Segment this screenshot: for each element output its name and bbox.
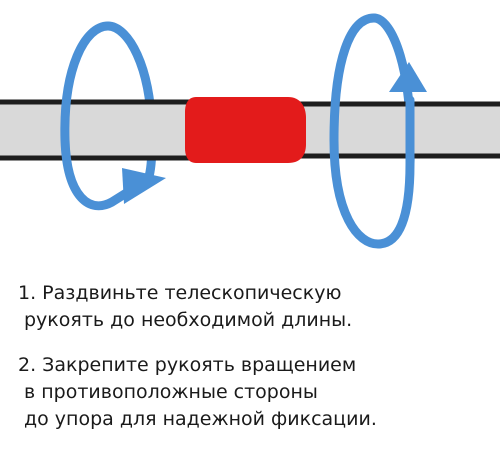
telescopic-handle-diagram — [0, 13, 500, 249]
instruction-step-2: 2. Закрепите рукоять вращением в противо… — [0, 352, 500, 433]
right-rotation-arrowhead — [389, 62, 427, 92]
instructions: 1. Раздвиньте телескопическую рукоять до… — [0, 280, 500, 433]
rotate-clockwise-arrow-icon — [60, 21, 166, 211]
locking-coupling — [185, 97, 306, 163]
step-1-line-1: 1. Раздвиньте телескопическую — [18, 282, 342, 304]
step-2-line-1: 2. Закрепите рукоять вращением — [18, 354, 357, 376]
right-rotation-loop-front — [329, 13, 415, 249]
rotate-counterclockwise-arrow-icon — [329, 13, 427, 249]
instruction-step-1: 1. Раздвиньте телескопическую рукоять до… — [0, 280, 500, 334]
left-rotation-loop-front — [60, 21, 133, 211]
left-rotation-arrowhead — [122, 168, 166, 204]
step-1-line-2: рукоять до необходимой длины. — [24, 309, 353, 331]
rod-left-section — [0, 99, 195, 161]
step-2-line-3: до упора для надежной фиксации. — [24, 408, 377, 430]
step-2-line-2: в противоположные стороны — [24, 381, 318, 403]
